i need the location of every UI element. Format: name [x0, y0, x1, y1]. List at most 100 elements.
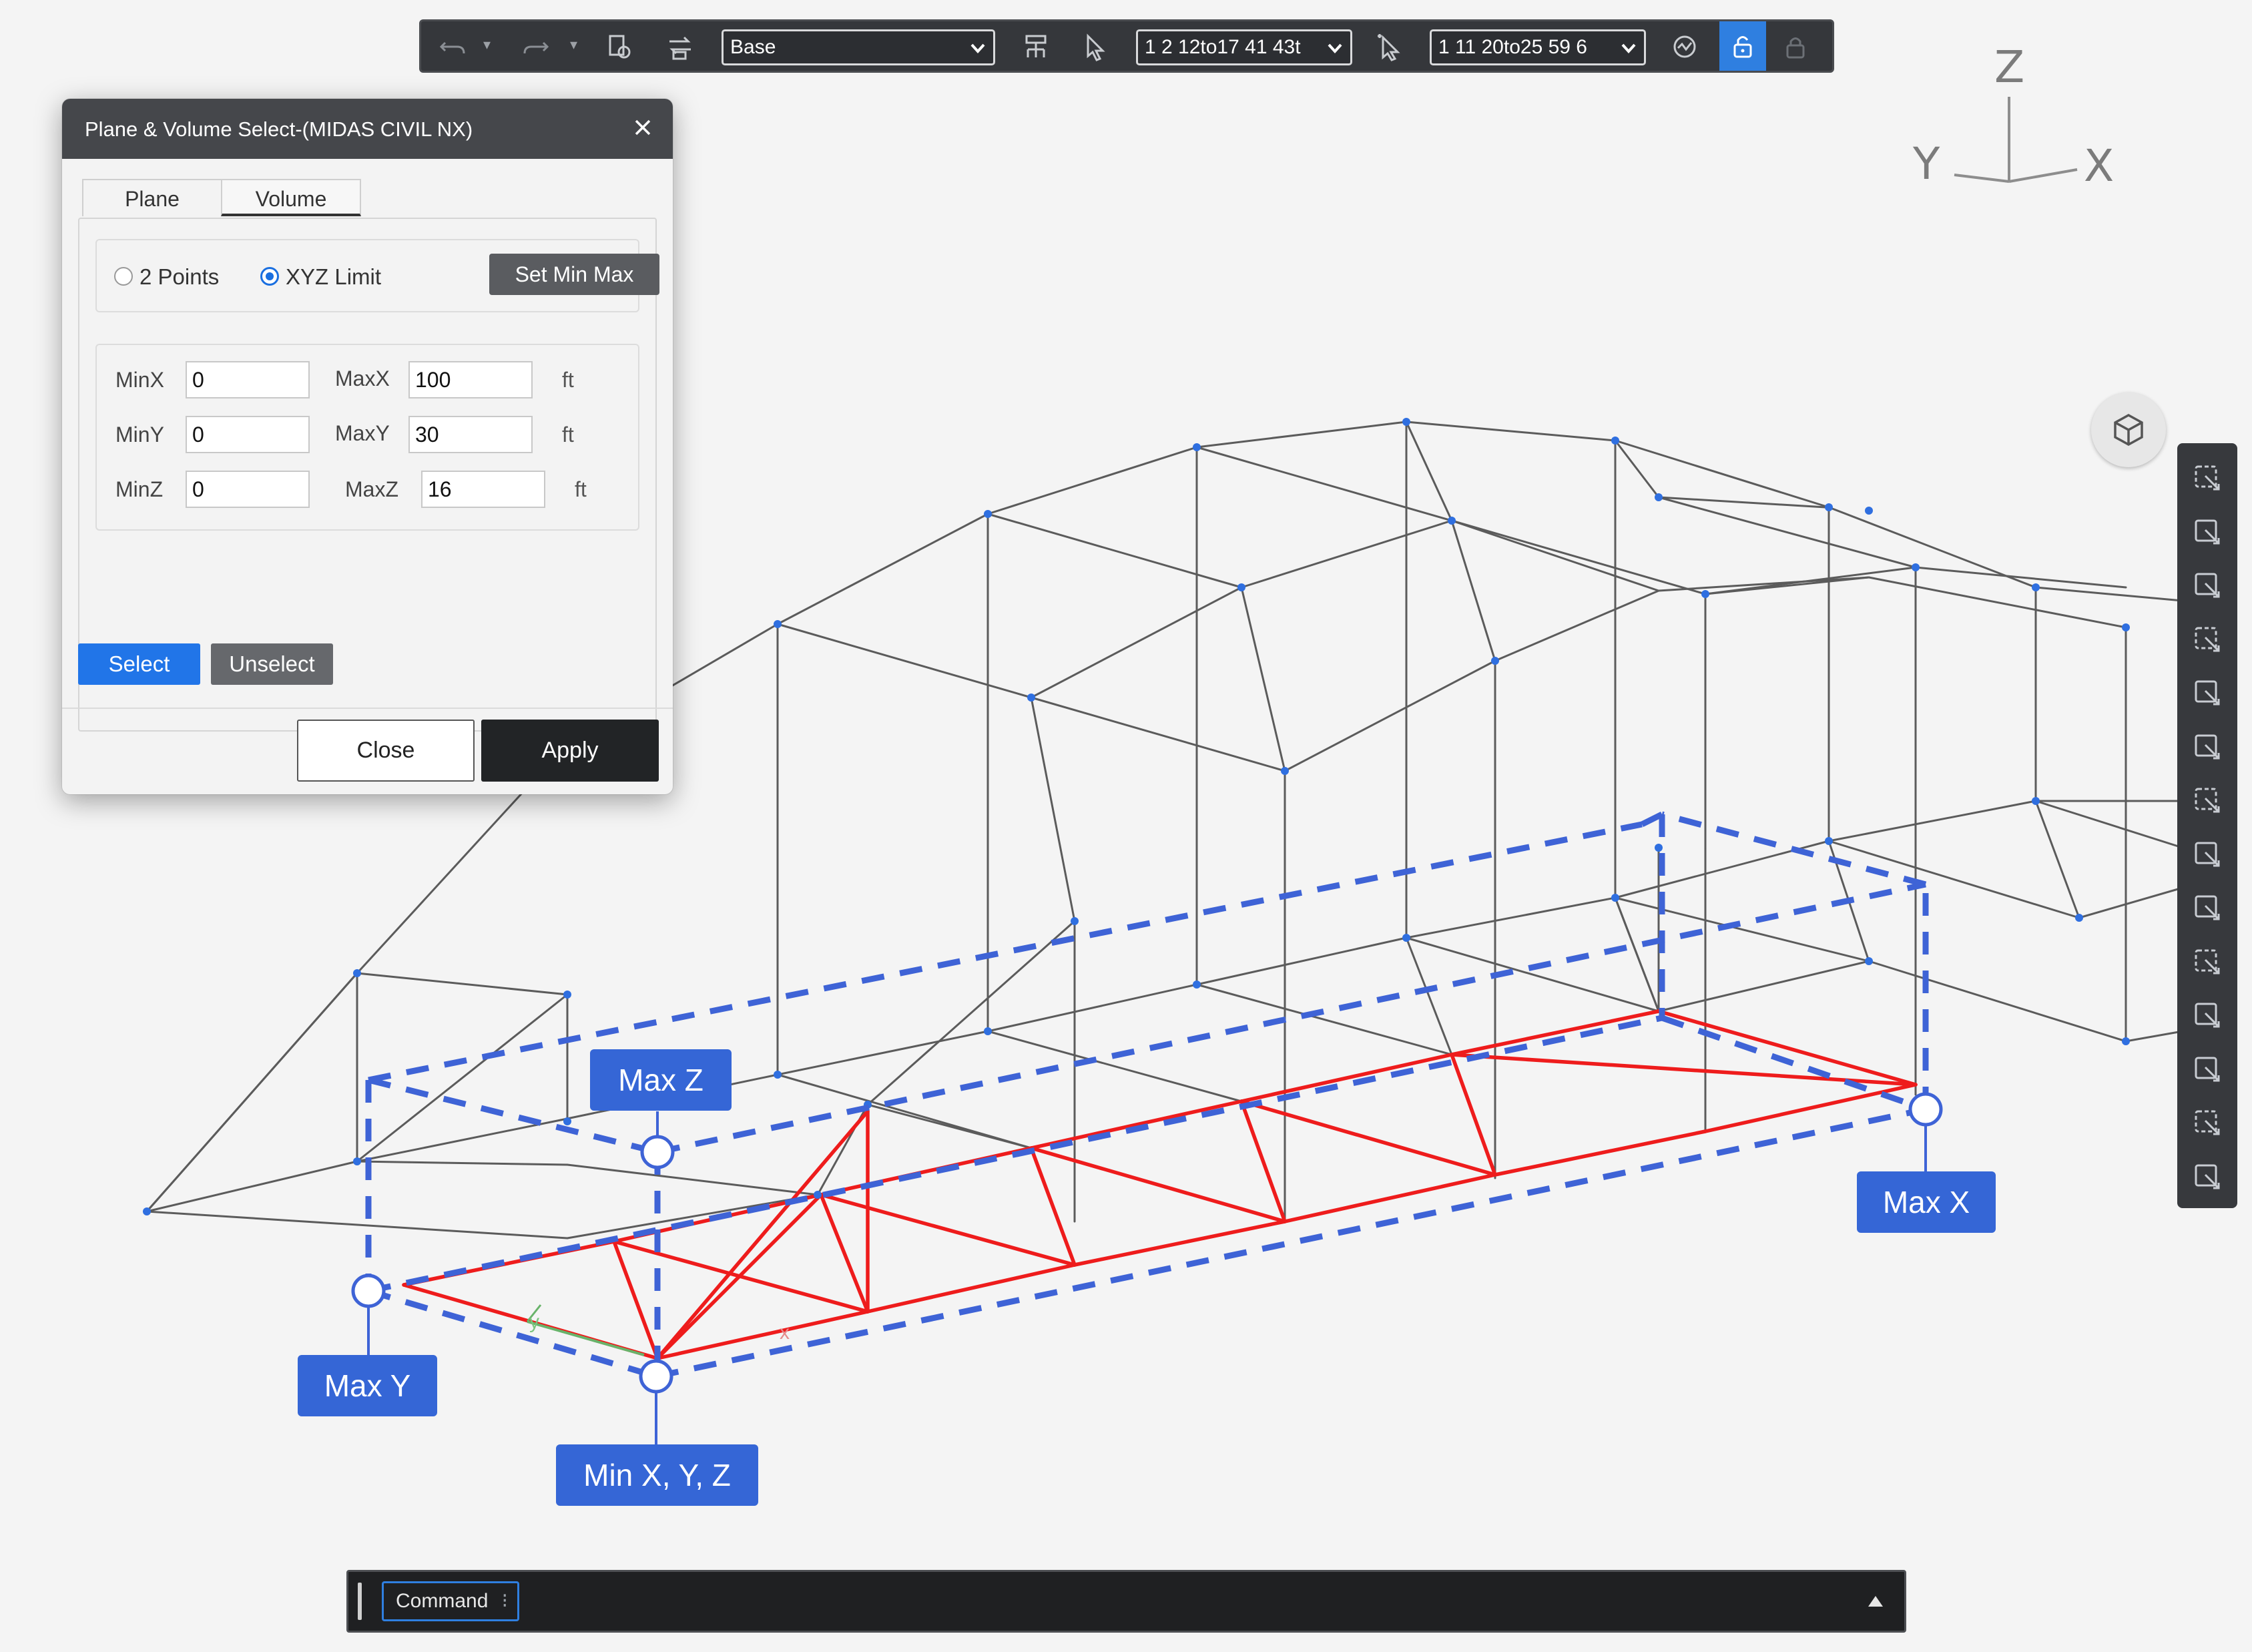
model-node[interactable]	[1825, 503, 1833, 511]
select-layer-icon[interactable]	[2187, 888, 2227, 928]
model-node[interactable]	[774, 620, 782, 628]
model-node[interactable]	[1237, 583, 1245, 591]
redo-icon[interactable]	[518, 31, 553, 63]
select-node-icon[interactable]	[2187, 942, 2227, 982]
drag-handle[interactable]	[358, 1583, 362, 1620]
element-select-value: 1 11 20to25 59 6	[1438, 36, 1587, 58]
two-points-label[interactable]: 2 Points	[139, 264, 220, 289]
max-y-field[interactable]	[408, 416, 533, 453]
model-node[interactable]	[2122, 623, 2130, 631]
selected-member	[1283, 1173, 1497, 1223]
model-node[interactable]	[1912, 563, 1920, 571]
model-node[interactable]	[1701, 590, 1709, 598]
select-by-plane-icon[interactable]	[2187, 727, 2227, 767]
model-node[interactable]	[143, 1207, 151, 1215]
open-file-icon[interactable]	[601, 31, 636, 63]
selection-volume-box	[365, 811, 1929, 1380]
model-node[interactable]	[1193, 443, 1201, 451]
selection-toolbar	[2177, 443, 2237, 1208]
select-element-icon[interactable]	[2187, 995, 2227, 1035]
model-node[interactable]	[984, 510, 992, 518]
model-node[interactable]	[1448, 517, 1456, 525]
group-select[interactable]: Base	[722, 29, 995, 65]
max-z-field[interactable]	[421, 471, 545, 508]
model-node[interactable]	[814, 1191, 822, 1199]
xyz-limit-radio[interactable]	[260, 267, 279, 286]
model-node[interactable]	[1281, 767, 1289, 775]
model-node[interactable]	[1865, 507, 1873, 515]
undo-dropdown-icon[interactable]: ▾	[483, 36, 491, 53]
model-node[interactable]	[1611, 437, 1619, 445]
model-node[interactable]	[774, 1071, 782, 1079]
min-x-field[interactable]	[186, 361, 310, 398]
rotate-selection-icon[interactable]	[2187, 1049, 2227, 1089]
node-select[interactable]: 1 2 12to17 41 43t	[1136, 29, 1352, 65]
model-node[interactable]	[1193, 981, 1201, 989]
model-node[interactable]	[1402, 934, 1410, 942]
min-y-field[interactable]	[186, 416, 310, 453]
command-input[interactable]: Command ⁝	[382, 1581, 519, 1621]
close-icon[interactable]	[627, 112, 658, 143]
caret-up-icon[interactable]	[1866, 1592, 1886, 1609]
select-monitor-icon[interactable]	[2187, 1157, 2227, 1197]
wire-member	[1405, 896, 1617, 939]
wire-member	[776, 1030, 989, 1076]
max-x-field[interactable]	[408, 361, 533, 398]
selection-handles[interactable]	[351, 1092, 1943, 1394]
model-node[interactable]	[563, 1117, 571, 1125]
min-xyz-handle	[639, 1359, 673, 1394]
min-z-field[interactable]	[186, 471, 310, 508]
history-icon[interactable]	[1667, 31, 1702, 63]
selected-member	[655, 1109, 870, 1360]
select-by-line-icon[interactable]	[2187, 673, 2227, 713]
model-node[interactable]	[1402, 418, 1410, 426]
dialog-title-bar[interactable]: Plane & Volume Select-(MIDAS CIVIL NX)	[62, 99, 673, 159]
two-points-radio[interactable]	[114, 267, 133, 286]
set-min-max-button[interactable]: Set Min Max	[489, 254, 659, 295]
undo-icon[interactable]	[436, 31, 471, 63]
select-pointer-icon[interactable]	[1079, 31, 1113, 63]
wire-member	[1827, 840, 2080, 919]
tab-volume[interactable]: Volume	[221, 179, 361, 216]
model-node[interactable]	[563, 991, 571, 999]
select-property-icon[interactable]	[2187, 1103, 2227, 1143]
model-node[interactable]	[1865, 957, 1873, 965]
model-node[interactable]	[353, 969, 361, 977]
tab-plane[interactable]: Plane	[82, 179, 222, 216]
select-intersect-icon[interactable]	[2187, 619, 2227, 659]
select-button[interactable]: Select	[78, 643, 200, 685]
xyz-limit-label[interactable]: XYZ Limit	[286, 264, 382, 289]
redo-dropdown-icon[interactable]: ▾	[570, 36, 578, 53]
model-node[interactable]	[1071, 917, 1079, 925]
max-x-handle	[1908, 1092, 1943, 1127]
close-button[interactable]: Close	[297, 720, 475, 782]
model-node[interactable]	[1655, 493, 1663, 501]
apply-button[interactable]: Apply	[481, 720, 659, 782]
select-by-volume-icon[interactable]	[2187, 780, 2227, 820]
model-node[interactable]	[1027, 694, 1035, 702]
model-node[interactable]	[2075, 914, 2083, 922]
model-node[interactable]	[2122, 1037, 2130, 1045]
model-node[interactable]	[2032, 583, 2040, 591]
lock-icon[interactable]	[1778, 31, 1813, 63]
model-node[interactable]	[984, 1027, 992, 1035]
lock-open-icon[interactable]	[1719, 21, 1766, 71]
select-window-icon[interactable]	[2187, 458, 2227, 498]
swap-icon[interactable]	[663, 31, 697, 63]
unselect-button[interactable]: Unselect	[211, 643, 333, 685]
more-options-icon[interactable]: ⁝	[501, 1590, 508, 1612]
select-polygon-icon[interactable]	[2187, 512, 2227, 552]
model-node[interactable]	[2032, 797, 2040, 805]
structure-group-icon[interactable]	[1019, 31, 1053, 63]
select-grid-icon[interactable]	[2187, 834, 2227, 874]
model-node[interactable]	[1825, 837, 1833, 845]
model-node[interactable]	[1655, 844, 1663, 852]
element-select[interactable]: 1 11 20to25 59 6	[1430, 29, 1646, 65]
view-cube-icon[interactable]	[2091, 392, 2166, 467]
select-box-icon[interactable]	[2187, 565, 2227, 605]
element-select-icon[interactable]	[1372, 31, 1407, 63]
model-node[interactable]	[1611, 894, 1619, 902]
model-node[interactable]	[353, 1157, 361, 1165]
model-node[interactable]	[1491, 657, 1499, 665]
